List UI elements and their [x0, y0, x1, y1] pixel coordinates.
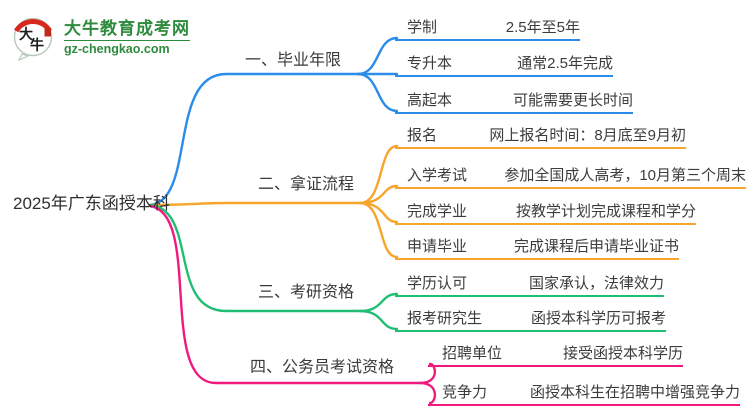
node-value: 按教学计划完成课程和学分 — [515, 203, 696, 220]
node-b2-r1[interactable]: 报名 网上报名时间：8月底至9月初 — [395, 121, 686, 149]
node-b1-r1[interactable]: 学制 2.5年至5年 — [395, 13, 580, 41]
logo-badge-char-2: 牛 — [30, 37, 44, 53]
node-b2-r3[interactable]: 完成学业 按教学计划完成课程和学分 — [395, 197, 696, 225]
node-value: 接受函授本科学历 — [562, 345, 683, 362]
logo-divider — [64, 39, 190, 41]
logo-badge-char-1: 大 — [19, 26, 33, 42]
node-b1-r3[interactable]: 高起本 可能需要更长时间 — [395, 86, 633, 114]
node-b3-r2[interactable]: 报考研究生 函授本科学历可报考 — [395, 304, 666, 332]
node-label: 完成学业 — [407, 203, 468, 220]
logo-title: 大牛教育成考网 — [64, 18, 190, 38]
branch-graduation-years[interactable]: 一、毕业年限 — [245, 52, 342, 69]
node-b1-r2[interactable]: 专升本 通常2.5年完成 — [395, 49, 613, 77]
node-value: 网上报名时间：8月底至9月初 — [489, 127, 686, 144]
node-b4-r2[interactable]: 竞争力 函授本科生在招聘中增强竞争力 — [428, 378, 740, 406]
site-logo[interactable]: 大 牛 大牛教育成考网 gz-chengkao.com — [10, 13, 190, 61]
node-label: 高起本 — [407, 92, 453, 109]
node-b2-r4[interactable]: 申请毕业 完成课程后申请毕业证书 — [395, 232, 679, 260]
node-value: 通常2.5年完成 — [517, 55, 613, 72]
node-label: 申请毕业 — [407, 238, 468, 255]
node-label: 学制 — [407, 19, 438, 36]
node-label: 学历认可 — [407, 275, 468, 292]
daniu-logo-icon: 大 牛 — [13, 17, 53, 61]
logo-domain: gz-chengkao.com — [64, 41, 170, 56]
branch-certificate-process[interactable]: 二、拿证流程 — [258, 176, 355, 193]
connector-branch-3 — [148, 203, 399, 331]
root-topic[interactable]: 2025年广东函授本科 — [13, 194, 170, 213]
node-value: 函授本科生在招聘中增强竞争力 — [529, 384, 740, 401]
node-label: 报考研究生 — [407, 310, 483, 327]
node-label: 入学考试 — [407, 167, 468, 184]
connector-branch-2 — [148, 144, 399, 259]
node-label: 竞争力 — [442, 384, 488, 401]
branch-postgrad-eligibility[interactable]: 三、考研资格 — [258, 284, 355, 301]
node-value: 可能需要更长时间 — [512, 92, 633, 109]
node-value: 函授本科学历可报考 — [530, 310, 666, 327]
node-label: 招聘单位 — [442, 345, 503, 362]
node-b2-r2[interactable]: 入学考试 参加全国成人高考，10月第三个周末 — [395, 161, 746, 189]
branch-civil-service-eligibility[interactable]: 四、公务员考试资格 — [250, 359, 395, 376]
node-value: 2.5年至5年 — [505, 19, 580, 36]
node-value: 参加全国成人高考，10月第三个周末 — [504, 167, 746, 184]
node-b3-r1[interactable]: 学历认可 国家承认，法律效力 — [395, 269, 664, 297]
node-label: 报名 — [407, 127, 438, 144]
node-b4-r1[interactable]: 招聘单位 接受函授本科学历 — [428, 339, 683, 367]
node-value: 完成课程后申请毕业证书 — [513, 238, 679, 255]
node-label: 专升本 — [407, 55, 453, 72]
node-value: 国家承认，法律效力 — [528, 275, 664, 292]
